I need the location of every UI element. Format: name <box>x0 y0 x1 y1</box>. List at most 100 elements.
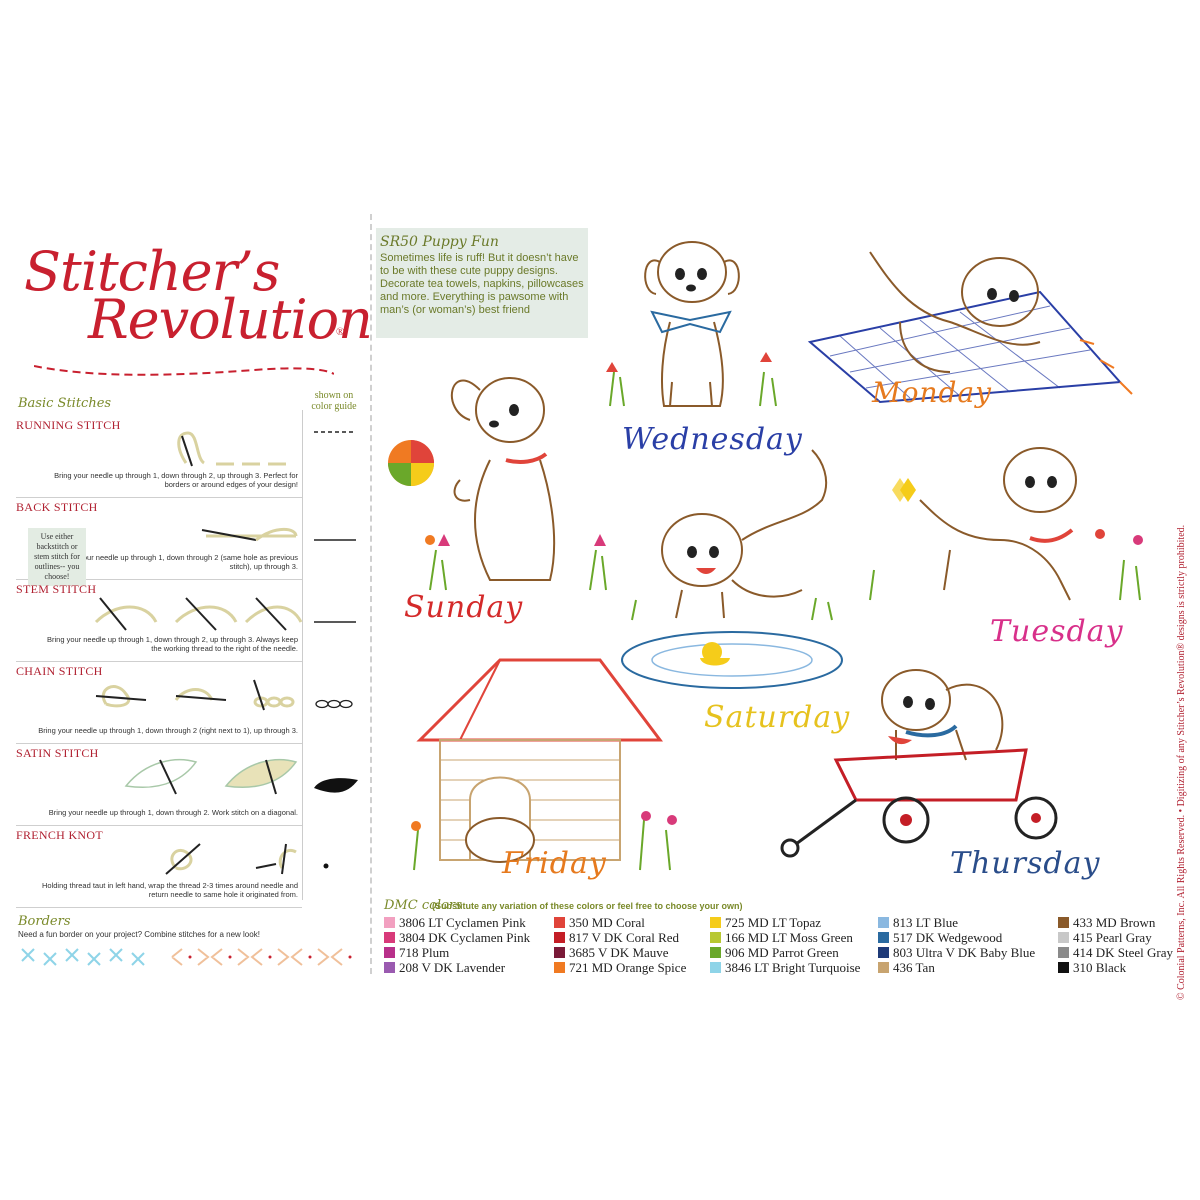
color-swatch <box>384 962 395 973</box>
color-swatch <box>384 917 395 928</box>
color-label: 3804 DK Cyclamen Pink <box>399 929 531 945</box>
stitch-description: Bring your needle up through 1, down thr… <box>38 726 298 735</box>
color-swatch <box>1058 962 1069 973</box>
dmc-color-item: 414 DK Steel Gray <box>1058 945 1173 960</box>
dmc-column-5: 433 MD Brown 415 Pearl Gray 414 DK Steel… <box>1058 915 1173 975</box>
logo-needle-thread-icon <box>34 365 334 376</box>
day-label-monday: Monday <box>872 376 992 409</box>
sunday-puppy-illustration <box>425 377 607 591</box>
dmc-colors-subtitle: (Substitute any variation of these color… <box>432 901 743 911</box>
color-swatch <box>554 917 565 928</box>
dmc-color-item: 803 Ultra V DK Baby Blue <box>878 945 1035 960</box>
tuesday-puppy-illustration <box>869 447 1143 601</box>
day-label-tuesday: Tuesday <box>990 614 1124 649</box>
color-label: 813 LT Blue <box>893 914 959 930</box>
color-label: 166 MD LT Moss Green <box>725 929 853 945</box>
borders-heading: Borders <box>18 914 71 929</box>
dmc-column-2: 350 MD Coral 817 V DK Coral Red 3685 V D… <box>554 915 686 975</box>
dmc-color-item: 813 LT Blue <box>878 915 1035 930</box>
color-label: 208 V DK Lavender <box>399 959 506 975</box>
satin-stitch-block: SATIN STITCH Bring your needle up throug… <box>16 746 302 826</box>
color-label: 906 MD Parrot Green <box>725 944 839 960</box>
back-stitch-sample-icon <box>314 539 356 541</box>
color-label: 350 MD Coral <box>569 914 645 930</box>
dmc-color-item: 3804 DK Cyclamen Pink <box>384 930 530 945</box>
color-label: 310 Black <box>1073 959 1127 975</box>
borders-description: Need a fun border on your project? Combi… <box>18 930 260 939</box>
dmc-color-item: 3806 LT Cyclamen Pink <box>384 915 530 930</box>
stitch-title: SATIN STITCH <box>16 746 99 760</box>
dmc-color-item: 166 MD LT Moss Green <box>710 930 860 945</box>
color-label: 725 MD LT Topaz <box>725 914 821 930</box>
logo-registered-mark: ® <box>336 326 345 338</box>
saturday-puppy-illustration <box>621 449 843 689</box>
chain-stitch-sample-icon <box>315 699 353 709</box>
color-swatch <box>384 947 395 958</box>
dmc-color-item: 350 MD Coral <box>554 915 686 930</box>
logo-line-2: Revolution <box>88 288 373 351</box>
color-swatch <box>710 917 721 928</box>
stitch-title: RUNNING STITCH <box>16 418 121 432</box>
dmc-color-item: 415 Pearl Gray <box>1058 930 1173 945</box>
stitch-description: Bring your needle up through 1, down thr… <box>54 471 298 489</box>
thursday-puppy-wagon-illustration <box>780 669 1058 858</box>
stitch-title: FRENCH KNOT <box>16 828 103 842</box>
stitch-description: Holding thread taut in left hand, wrap t… <box>41 881 298 899</box>
dmc-column-4: 813 LT Blue 517 DK Wedgewood 803 Ultra V… <box>878 915 1035 975</box>
color-swatch <box>1058 917 1069 928</box>
dmc-color-item: 3685 V DK Mauve <box>554 945 686 960</box>
pattern-title: SR50 Puppy Fun <box>380 234 499 250</box>
back-stitch-diagram-icon <box>201 527 298 542</box>
french-knot-diagram-icon <box>165 843 297 875</box>
color-swatch <box>710 962 721 973</box>
pattern-info-box: SR50 Puppy Fun Sometimes life is ruff! B… <box>376 228 588 338</box>
stitch-description: Bring your needle up through 1, down thr… <box>59 553 298 571</box>
basic-stitches-heading: Basic Stitches <box>18 396 112 411</box>
color-label: 414 DK Steel Gray <box>1073 944 1174 960</box>
pattern-description: Sometimes life is ruff! But it doesn’t h… <box>380 252 584 316</box>
dmc-column-3: 725 MD LT Topaz 166 MD LT Moss Green 906… <box>710 915 860 975</box>
color-label: 3846 LT Bright Turquoise <box>725 959 861 975</box>
friday-doghouse-illustration <box>411 658 677 871</box>
column-divider <box>302 410 303 900</box>
color-swatch <box>878 932 889 943</box>
dmc-column-1: 3806 LT Cyclamen Pink 3804 DK Cyclamen P… <box>384 915 530 975</box>
satin-stitch-diagram-icon <box>124 759 298 795</box>
day-label-wednesday: Wednesday <box>622 422 803 457</box>
color-label: 433 MD Brown <box>1073 914 1156 930</box>
dmc-color-item: 817 V DK Coral Red <box>554 930 686 945</box>
wednesday-puppy-illustration <box>606 241 777 407</box>
color-swatch <box>878 917 889 928</box>
running-stitch-diagram-icon <box>177 431 286 467</box>
french-knot-sample-icon <box>323 863 329 869</box>
color-swatch <box>1058 932 1069 943</box>
color-swatch <box>878 947 889 958</box>
stitch-title: CHAIN STITCH <box>16 664 103 678</box>
dmc-color-item: 436 Tan <box>878 960 1035 975</box>
outline-side-note: Use either backstitch or stem stitch for… <box>28 528 86 586</box>
running-stitch-block: RUNNING STITCH Bring your needle up thro… <box>16 418 302 498</box>
stitch-description: Bring your needle up through 1, down thr… <box>46 635 298 653</box>
color-swatch <box>878 962 889 973</box>
color-label: 803 Ultra V DK Baby Blue <box>893 944 1036 960</box>
color-swatch <box>710 947 721 958</box>
dmc-color-item: 906 MD Parrot Green <box>710 945 860 960</box>
dmc-color-item: 433 MD Brown <box>1058 915 1173 930</box>
logo-line-1: Stitcher’s <box>24 240 280 303</box>
chain-stitch-diagram-icon <box>95 679 295 711</box>
dmc-color-item: 721 MD Orange Spice <box>554 960 686 975</box>
dmc-color-item: 310 Black <box>1058 960 1173 975</box>
fold-divider <box>370 214 372 974</box>
day-label-saturday: Saturday <box>704 700 851 735</box>
color-label: 436 Tan <box>893 959 935 975</box>
back-stitch-block: BACK STITCH Bring your needle up through… <box>16 500 302 580</box>
satin-stitch-sample-icon <box>314 778 358 793</box>
day-label-thursday: Thursday <box>950 846 1101 881</box>
dmc-color-item: 725 MD LT Topaz <box>710 915 860 930</box>
dmc-color-item: 3846 LT Bright Turquoise <box>710 960 860 975</box>
dmc-color-item: 208 V DK Lavender <box>384 960 530 975</box>
brand-logo: Stitcher’s Revolution ® <box>24 240 373 380</box>
day-label-friday: Friday <box>502 846 607 881</box>
monday-puppy-illustration <box>807 251 1133 404</box>
color-label: 3806 LT Cyclamen Pink <box>399 914 526 930</box>
